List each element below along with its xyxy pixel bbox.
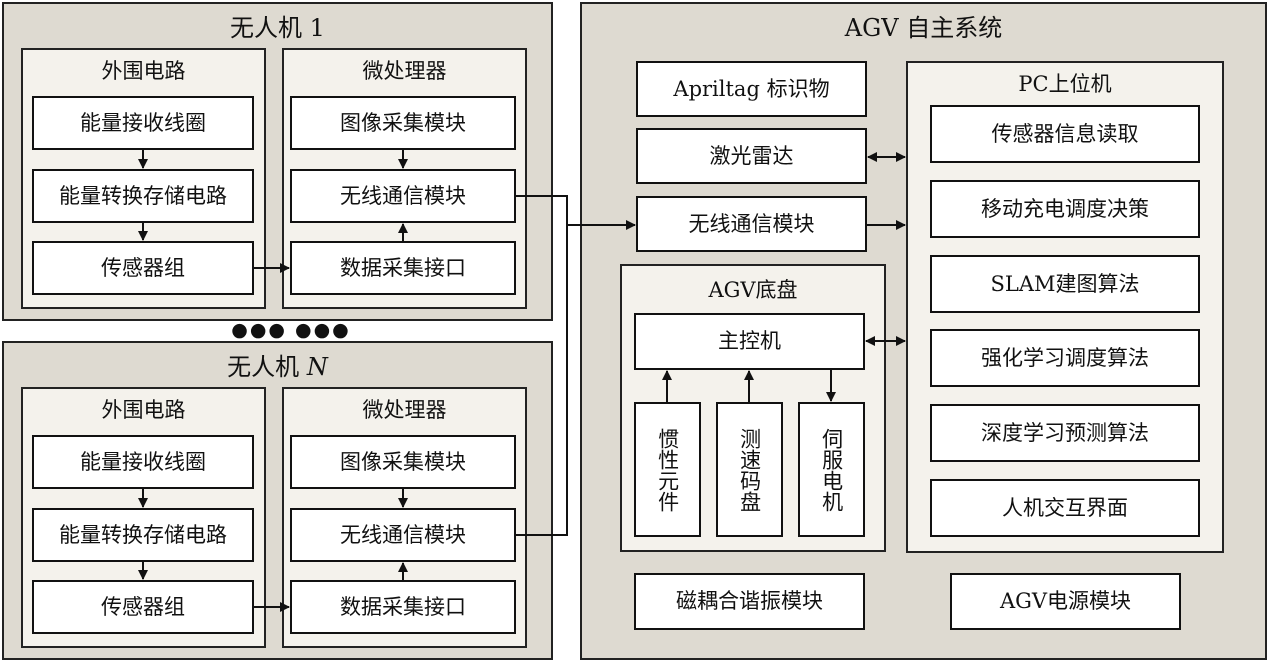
main-controller-box: 主控机	[634, 313, 865, 370]
pc-item-hmi: 人机交互界面	[930, 479, 1200, 537]
uav-1-peripheral-title: 外围电路	[101, 59, 186, 83]
uav-1-converter-box: 能量转换存储电路	[32, 169, 254, 223]
uav-1-sensors-box: 传感器组	[32, 241, 254, 295]
uav-1-coil-box: 能量接收线圈	[32, 96, 254, 150]
uav-n-wireless-box: 无线通信模块	[290, 508, 516, 562]
uav-n-image-box: 图像采集模块	[290, 435, 516, 489]
pc-item-slam: SLAM建图算法	[930, 255, 1200, 313]
uav-1-data-box: 数据采集接口	[290, 241, 516, 295]
uav-n-coil-box: 能量接收线圈	[32, 435, 254, 489]
uav-n-title: 无人机 N	[227, 353, 328, 381]
agv-chassis-title: AGV底盘	[708, 278, 798, 302]
pc-item-dl-predict: 深度学习预测算法	[930, 404, 1200, 462]
lidar-box: 激光雷达	[636, 128, 867, 184]
uav-1-image-box: 图像采集模块	[290, 96, 516, 150]
imu-box: 惯性元件	[634, 402, 701, 537]
link-uavn-wireless	[516, 225, 568, 536]
pc-item-rl-dispatch: 强化学习调度算法	[930, 329, 1200, 387]
pc-item-sensor-read: 传感器信息读取	[930, 105, 1200, 163]
link-uav1-wireless	[516, 195, 568, 225]
agv-title: AGV 自主系统	[844, 14, 1003, 42]
apriltag-box: Apriltag 标识物	[636, 61, 867, 117]
uav-1-title: 无人机 1	[230, 14, 325, 42]
pc-item-charge-dispatch: 移动充电调度决策	[930, 180, 1200, 238]
resonance-box: 磁耦合谐振模块	[634, 573, 865, 630]
uav-n-data-box: 数据采集接口	[290, 580, 516, 634]
uav-1-micro-title: 微处理器	[362, 59, 447, 83]
uav-n-micro-title: 微处理器	[362, 398, 447, 422]
agv-wireless-box: 无线通信模块	[636, 196, 867, 252]
uav-n-sensors-box: 传感器组	[32, 580, 254, 634]
ellipsis: ●●● ●●●	[231, 319, 351, 341]
uav-n-converter-box: 能量转换存储电路	[32, 508, 254, 562]
servo-box: 伺服电机	[798, 402, 865, 537]
uav-1-wireless-box: 无线通信模块	[290, 169, 516, 223]
agv-power-box: AGV电源模块	[950, 573, 1181, 630]
encoder-box: 测速码盘	[716, 402, 783, 537]
pc-title: PC上位机	[1018, 72, 1112, 96]
uav-n-peripheral-title: 外围电路	[101, 398, 186, 422]
